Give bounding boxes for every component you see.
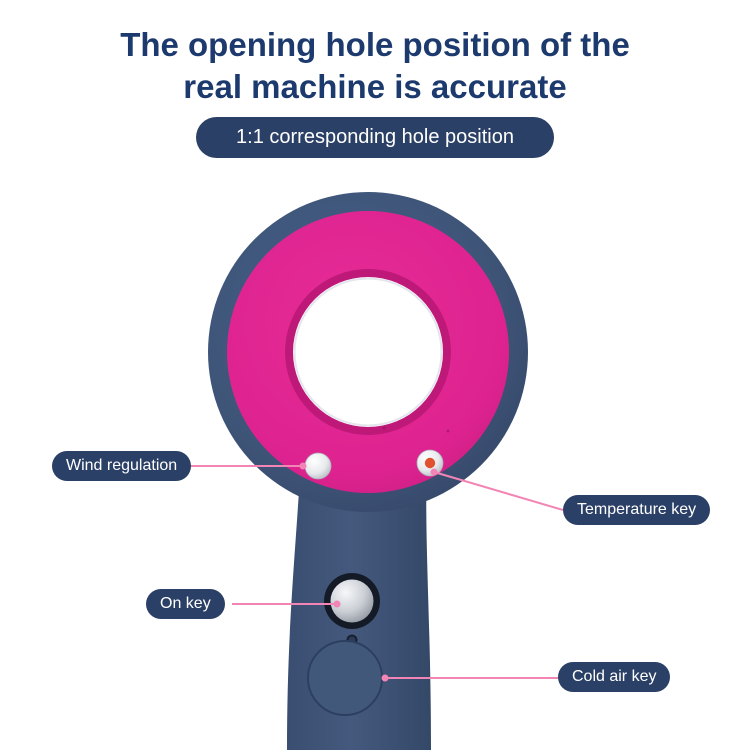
callout-dot-wind <box>299 462 307 470</box>
title-line-2: real machine is accurate <box>183 68 567 106</box>
cold-air-button <box>307 640 383 716</box>
on-key-button <box>330 579 374 623</box>
subtitle-badge: 1:1 corresponding hole position <box>196 117 554 158</box>
label-cold-air-key: Cold air key <box>558 662 671 692</box>
callout-dot-temperature <box>430 468 438 476</box>
page-title: The opening hole position of the real ma… <box>0 24 750 108</box>
wind-regulation-button <box>304 452 332 480</box>
label-on-key: On key <box>146 589 225 619</box>
callout-line-temperature <box>433 471 564 511</box>
callout-lines <box>190 462 564 682</box>
dryer-center-hole <box>293 277 443 427</box>
label-wind-regulation: Wind regulation <box>52 451 192 481</box>
speck <box>382 426 386 430</box>
label-temperature-key: Temperature key <box>563 495 711 525</box>
dryer-inner-rim <box>285 269 451 435</box>
speck <box>446 429 450 433</box>
title-line-1: The opening hole position of the <box>120 26 630 63</box>
dryer-hole-edge <box>293 277 443 427</box>
callout-dot-on <box>333 600 341 608</box>
temperature-button-dot <box>424 457 436 469</box>
callout-dot-cold <box>381 674 389 682</box>
